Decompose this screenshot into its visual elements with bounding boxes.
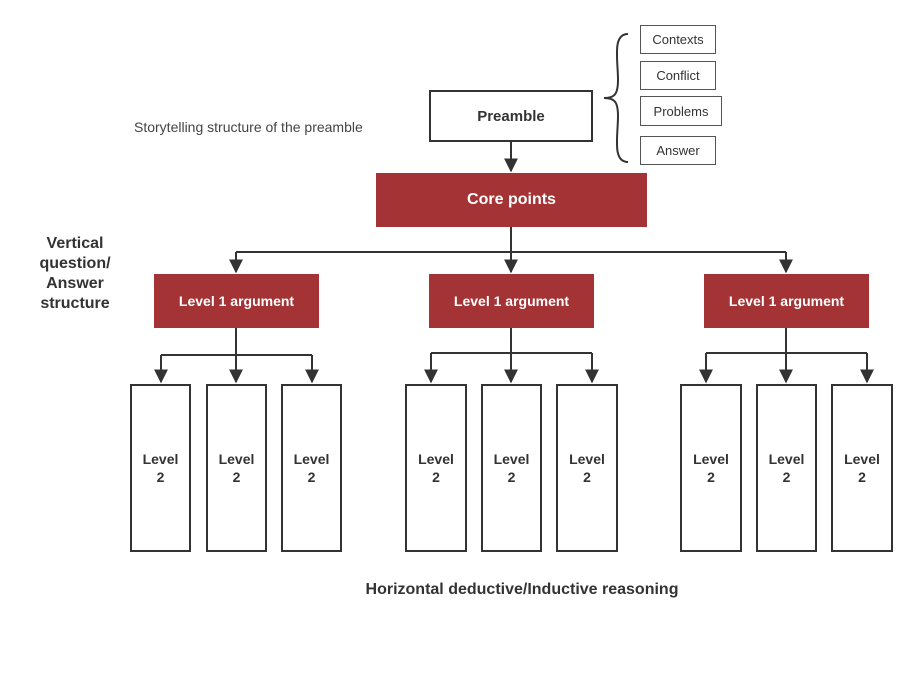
curly-brace [603,33,629,163]
level2-box: Level 2 [556,384,618,552]
context-item-answer: Answer [640,136,716,165]
level2-line2: 2 [232,469,241,485]
level2-line2: 2 [507,469,516,485]
vertical-label-line: Vertical [46,235,104,252]
level2-line2: 2 [432,469,440,485]
level2-box: Level 2 [831,384,893,552]
context-item-problems: Problems [640,96,722,126]
level2-line2: 2 [583,469,591,485]
level2-box: Level 2 [680,384,742,552]
level2-line2: 2 [156,469,165,485]
level2-box: Level 2 [206,384,267,552]
storytelling-label: Storytelling structure of the preamble [134,119,363,135]
level2-line1: Level [768,451,805,467]
level2-box: Level 2 [756,384,817,552]
level2-line2: 2 [858,469,866,485]
level2-line2: 2 [782,469,791,485]
level2-line1: Level [218,451,255,467]
vertical-label-line: structure [40,295,110,312]
level2-line2: 2 [707,469,715,485]
level2-line1: Level [142,451,179,467]
level2-line1: Level [693,451,729,467]
level1-argument-box: Level 1 argument [704,274,869,328]
level2-box: Level 2 [130,384,191,552]
level2-line2: 2 [307,469,316,485]
level2-box: Level 2 [405,384,467,552]
level2-box: Level 2 [281,384,342,552]
vertical-label-line: question/ [39,255,111,272]
context-item-conflict: Conflict [640,61,716,90]
vertical-structure-label: Vertical question/ Answer structure [30,234,120,314]
level2-box: Level 2 [481,384,542,552]
level2-line1: Level [569,451,605,467]
context-item-contexts: Contexts [640,25,716,54]
level1-argument-box: Level 1 argument [154,274,319,328]
horizontal-reasoning-label: Horizontal deductive/Inductive reasoning [365,581,679,598]
level2-line1: Level [844,451,880,467]
level2-line1: Level [418,451,454,467]
vertical-label-line: Answer [46,275,104,292]
level2-line1: Level [293,451,330,467]
level2-line1: Level [493,451,530,467]
core-points-box: Core points [376,173,647,227]
level1-argument-box: Level 1 argument [429,274,594,328]
preamble-box: Preamble [429,90,593,142]
